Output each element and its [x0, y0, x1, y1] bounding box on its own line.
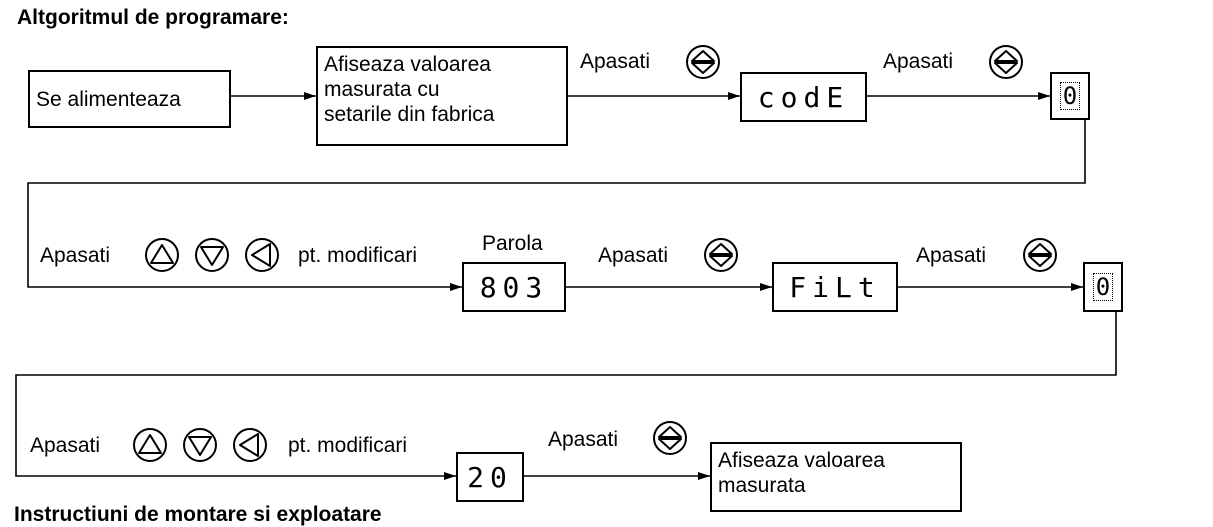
press-label-7: Apasati	[548, 428, 619, 451]
digit-display-1: 0	[1050, 72, 1090, 120]
power-on-text: Se alimenteaza	[36, 87, 181, 111]
left-arrow-button-icon	[233, 428, 267, 462]
password-label: Parola	[482, 232, 543, 255]
power-on-box: Se alimenteaza	[28, 70, 231, 128]
digit-display-2: 0	[1083, 262, 1123, 312]
updown-button-icon	[653, 421, 687, 455]
for-changes-label-1: pt. modificari	[298, 244, 418, 267]
factory-display-box: Afiseaza valoarea masurata cu setarile d…	[316, 46, 568, 146]
digit-display-1-value: 0	[1059, 82, 1081, 110]
updown-button-icon	[1023, 238, 1057, 272]
final-display-line-2: masurata	[718, 474, 806, 497]
for-changes-label-2: pt. modificari	[288, 434, 408, 457]
press-label-6: Apasati	[30, 434, 101, 457]
updown-button-icon	[686, 45, 720, 79]
up-arrow-button-icon	[145, 238, 179, 272]
left-arrow-button-icon	[245, 238, 279, 272]
final-display-line-1: Afiseaza valoarea	[718, 449, 885, 472]
press-label-3: Apasati	[40, 244, 111, 267]
filt-display: FiLt	[772, 262, 898, 312]
footer-heading: Instructiuni de montare si exploatare	[14, 503, 382, 526]
up-arrow-button-icon	[133, 428, 167, 462]
arrow-7	[15, 312, 1117, 480]
updown-button-icon	[989, 45, 1023, 79]
press-label-5: Apasati	[916, 244, 987, 267]
factory-display-line-3: setarile din fabrica	[324, 103, 495, 126]
value-display: 20	[456, 452, 524, 502]
final-display-box: Afiseaza valoarea masurata	[710, 442, 962, 512]
factory-display-line-2: masurata cu	[324, 78, 440, 101]
down-arrow-button-icon	[183, 428, 217, 462]
press-label-2: Apasati	[883, 50, 954, 73]
down-arrow-button-icon	[195, 238, 229, 272]
page-title: Altgoritmul de programare:	[17, 6, 289, 29]
digit-display-2-value: 0	[1092, 273, 1114, 301]
arrow-4	[27, 120, 1086, 291]
press-label-1: Apasati	[580, 50, 651, 73]
code-display: codE	[740, 72, 867, 122]
password-display: 803	[462, 262, 566, 312]
press-label-4: Apasati	[598, 244, 669, 267]
factory-display-line-1: Afiseaza valoarea	[324, 53, 491, 76]
updown-button-icon	[704, 238, 738, 272]
